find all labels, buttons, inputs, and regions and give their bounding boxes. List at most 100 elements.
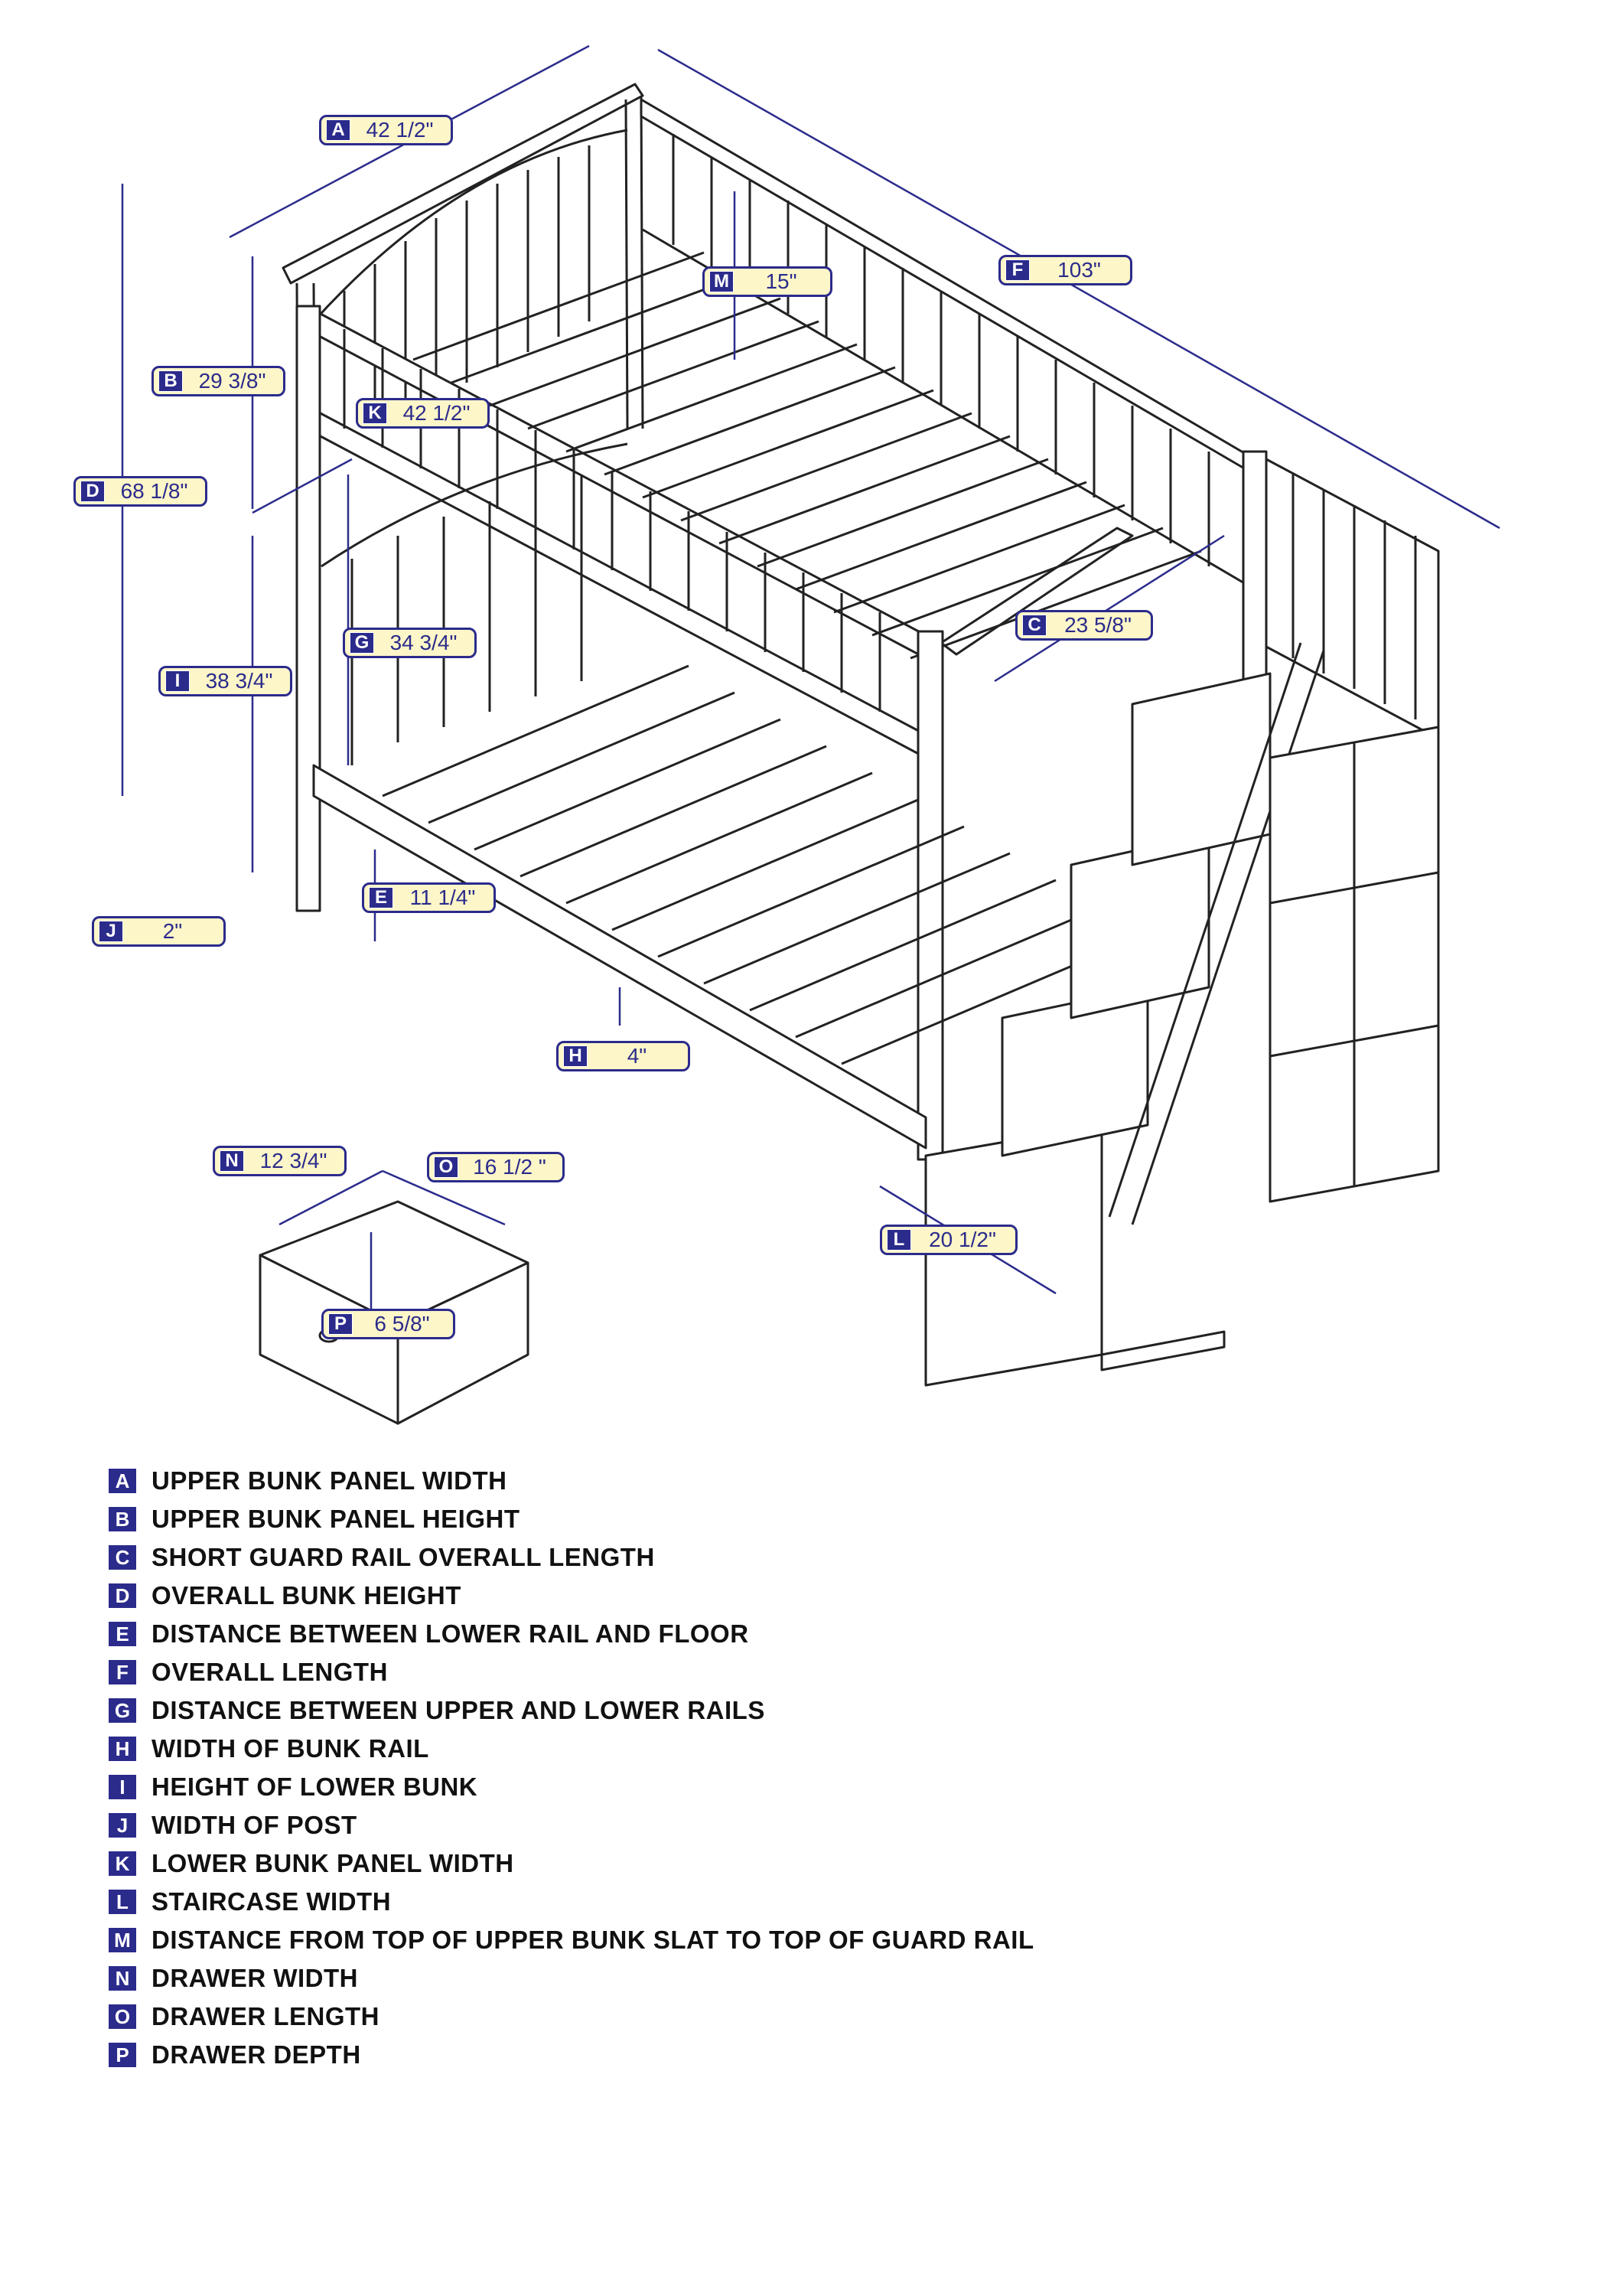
legend-text: DRAWER DEPTH [151,2040,361,2069]
legend-text: DRAWER WIDTH [151,1964,358,1992]
callout-d: D 68 1/8" [73,476,207,507]
callout-value: 42 1/2" [366,118,434,142]
callout-p: P 6 5/8" [321,1309,455,1339]
legend-letter: I [109,1775,136,1799]
legend-item: C SHORT GUARD RAIL OVERALL LENGTH [109,1538,1034,1577]
legend-letter: M [109,1928,136,1952]
callout-value: 103" [1057,258,1101,282]
legend-text: SHORT GUARD RAIL OVERALL LENGTH [151,1543,655,1571]
callout-value: 68 1/8" [120,479,188,503]
legend-text: WIDTH OF POST [151,1811,357,1839]
lower-front-rail [312,764,927,1150]
callout-letter: L [887,1229,911,1251]
upper-headboard-cap [282,83,644,285]
legend-text: DISTANCE BETWEEN UPPER AND LOWER RAILS [151,1696,765,1724]
legend-text: DISTANCE BETWEEN LOWER RAIL AND FLOOR [151,1619,749,1648]
callout-value: 12 3/4" [259,1149,327,1172]
legend-letter: K [109,1851,136,1876]
callout-letter: D [80,481,105,502]
callout-letter: J [99,921,123,942]
callout-letter: A [326,119,350,141]
callout-letter: M [709,271,734,292]
callout-value: 23 5/8" [1064,613,1132,637]
legend-letter: E [109,1622,136,1646]
callout-value: 29 3/8" [198,369,266,393]
legend-letter: C [109,1545,136,1570]
legend-letter: D [109,1583,136,1608]
staircase [924,642,1440,1387]
callout-letter: O [434,1156,458,1178]
callout-value: 38 3/4" [205,669,273,693]
callout-j: J 2" [92,916,226,947]
legend-text: WIDTH OF BUNK RAIL [151,1734,429,1763]
legend-text: DISTANCE FROM TOP OF UPPER BUNK SLAT TO … [151,1926,1034,1954]
legend-letter: P [109,2043,136,2067]
legend-letter: G [109,1698,136,1723]
callout-letter: C [1022,615,1047,636]
callout-value: 34 3/4" [389,631,458,654]
legend-letter: H [109,1737,136,1761]
legend-letter: N [109,1966,136,1991]
callout-letter: E [369,887,393,908]
legend-item: L STAIRCASE WIDTH [109,1883,1034,1921]
legend-item: G DISTANCE BETWEEN UPPER AND LOWER RAILS [109,1691,1034,1730]
callout-letter: B [158,370,183,392]
callout-b: B 29 3/8" [151,366,285,396]
callout-value: 16 1/2 " [473,1155,546,1179]
drawer-drawing [259,1200,529,1425]
legend-item: B UPPER BUNK PANEL HEIGHT [109,1500,1034,1538]
lower-headboard-arch [321,442,628,568]
bunk-bed-drawing [121,44,1500,1425]
legend-item: I HEIGHT OF LOWER BUNK [109,1768,1034,1806]
callout-l: L 20 1/2" [880,1225,1018,1255]
callout-value: 2" [162,919,183,943]
lower-bunk-slats [382,664,1148,1065]
legend-letter: L [109,1890,136,1914]
callout-letter: P [328,1313,353,1335]
legend: A UPPER BUNK PANEL WIDTH B UPPER BUNK PANE… [109,1462,1034,2074]
legend-item: M DISTANCE FROM TOP OF UPPER BUNK SLAT TO… [109,1921,1034,1959]
legend-letter: F [109,1660,136,1684]
callout-h: H 4" [556,1041,690,1071]
legend-item: A UPPER BUNK PANEL WIDTH [109,1462,1034,1500]
front-right-post [917,630,944,1161]
front-left-post [295,305,321,912]
callout-value: 4" [627,1044,647,1068]
upper-bunk-slats [412,251,1202,660]
legend-item: H WIDTH OF BUNK RAIL [109,1730,1034,1768]
callout-m: M 15" [702,266,832,297]
callout-letter: H [563,1045,588,1067]
callout-a: A 42 1/2" [319,115,453,145]
callout-letter: I [165,670,190,692]
legend-letter: B [109,1507,136,1531]
callout-letter: K [363,403,387,424]
legend-letter: J [109,1813,136,1838]
callout-k: K 42 1/2" [356,398,490,429]
legend-item: E DISTANCE BETWEEN LOWER RAIL AND FLOOR [109,1615,1034,1653]
callout-n: N 12 3/4" [213,1146,347,1176]
legend-text: HEIGHT OF LOWER BUNK [151,1773,478,1801]
legend-item: N DRAWER WIDTH [109,1959,1034,1998]
callout-value: 42 1/2" [402,401,471,425]
legend-item: K LOWER BUNK PANEL WIDTH [109,1844,1034,1883]
legend-text: STAIRCASE WIDTH [151,1887,392,1916]
legend-item: J WIDTH OF POST [109,1806,1034,1844]
legend-letter: A [109,1469,136,1493]
callout-value: 11 1/4" [409,885,476,909]
callout-c: C 23 5/8" [1015,610,1153,641]
legend-text: UPPER BUNK PANEL HEIGHT [151,1505,520,1533]
callout-o: O 16 1/2 " [427,1152,565,1182]
legend-text: UPPER BUNK PANEL WIDTH [151,1466,507,1495]
callout-g: G 34 3/4" [343,628,477,658]
callout-value: 6 5/8" [374,1312,430,1336]
legend-text: LOWER BUNK PANEL WIDTH [151,1849,514,1877]
legend-item: F OVERALL LENGTH [109,1653,1034,1691]
callout-letter: G [350,632,374,654]
callout-letter: N [220,1150,244,1172]
callout-value: 15" [765,269,797,293]
legend-text: DRAWER LENGTH [151,2002,379,2030]
callout-value: 20 1/2" [929,1228,996,1251]
legend-text: OVERALL LENGTH [151,1658,388,1686]
